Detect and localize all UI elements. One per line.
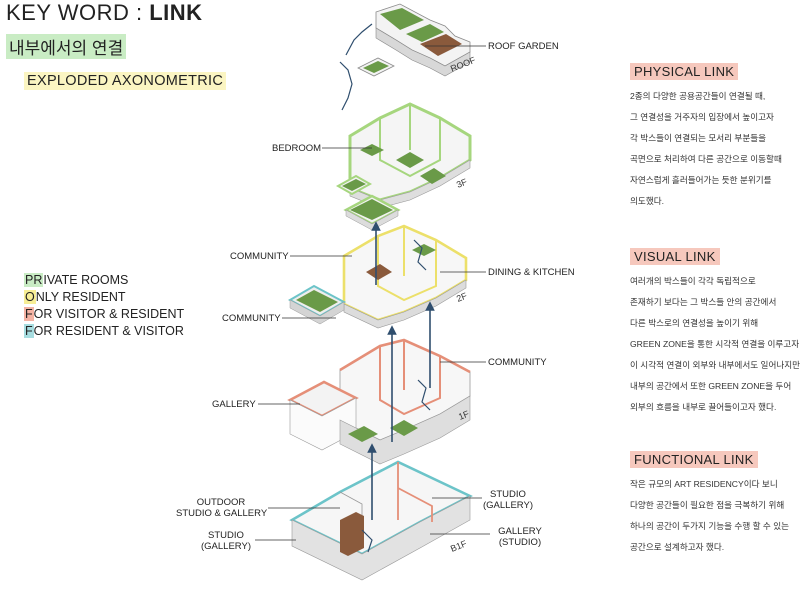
roof-level: [339, 3, 471, 111]
section-heading: PHYSICAL LINK: [630, 63, 739, 80]
section-body: 2종의 다양한 공용공간들이 연결될 때, 그 연결성을 거주자의 입장에서 높…: [630, 91, 782, 206]
floor-label-1f: 1F: [457, 408, 471, 421]
floor-3f: [335, 102, 472, 231]
title-keyword: LINK: [149, 0, 203, 25]
section-body: 작은 규모의 ART RESIDENCY이다 보니 다양한 공간들이 필요한 점…: [630, 479, 790, 552]
label-studio-gallery-left: STUDIO (GALLERY): [201, 530, 251, 552]
label-dining-kitchen: DINING & KITCHEN: [488, 267, 575, 278]
legend-item-visitor: FOR VISITOR & RESIDENT: [24, 307, 185, 321]
legend-item-private: PRIVATE ROOMS: [24, 273, 129, 287]
label-community-2f-lower: COMMUNITY: [222, 313, 281, 324]
floor-label-b1f: B1F: [449, 538, 469, 554]
label-studio-gallery-right: STUDIO (GALLERY): [483, 489, 533, 511]
roof-deck: [420, 34, 462, 56]
section-body: 여러개의 박스들이 각각 독립적으로 존재하기 보다는 그 박스들 안의 공간에…: [630, 276, 800, 412]
page-title: KEY WORD : LINK: [6, 0, 203, 26]
section-heading: FUNCTIONAL LINK: [630, 451, 758, 468]
section-heading: VISUAL LINK: [630, 248, 720, 265]
label-community-2f-upper: COMMUNITY: [230, 251, 289, 262]
section-visual-link: VISUAL LINK 여러개의 박스들이 각각 독립적으로 존재하기 보다는 …: [630, 248, 800, 418]
label-bedroom: BEDROOM: [272, 143, 322, 154]
legend-item-shared: FOR RESIDENT & VISITOR: [24, 324, 184, 338]
label-community-1f: COMMUNITY: [488, 357, 547, 368]
floor-2f: [287, 224, 468, 329]
floor-label-2f: 2F: [455, 290, 469, 303]
legend-item-resident: ONLY RESIDENT: [24, 290, 126, 304]
label-gallery-1f: GALLERY: [212, 399, 256, 410]
section-physical-link: PHYSICAL LINK 2종의 다양한 공용공간들이 연결될 때, 그 연결…: [630, 63, 782, 212]
floor-b1f: [289, 460, 473, 581]
label-outdoor-studio-gallery: OUTDOOR STUDIO & GALLERY: [176, 497, 268, 519]
section-functional-link: FUNCTIONAL LINK 작은 규모의 ART RESIDENCY이다 보…: [630, 451, 789, 558]
floor-1f: [287, 338, 471, 465]
page-subtitle: 내부에서의 연결: [6, 34, 127, 59]
roof-green-zone: [380, 8, 424, 30]
outdoor-deck: [340, 512, 364, 556]
legend: PRIVATE ROOMS ONLY RESIDENT FOR VISITOR …: [24, 272, 184, 340]
label-gallery-studio: GALLERY (STUDIO): [498, 526, 542, 548]
label-roof-garden: ROOF GARDEN: [488, 41, 559, 52]
title-prefix: KEY WORD :: [6, 0, 150, 25]
view-label: EXPLODED AXONOMETRIC: [24, 72, 227, 90]
roof-green-zone: [406, 24, 444, 42]
vertical-link-arrows: [367, 221, 435, 520]
floor-label-3f: 3F: [455, 176, 469, 189]
leader-lines: [255, 45, 490, 541]
